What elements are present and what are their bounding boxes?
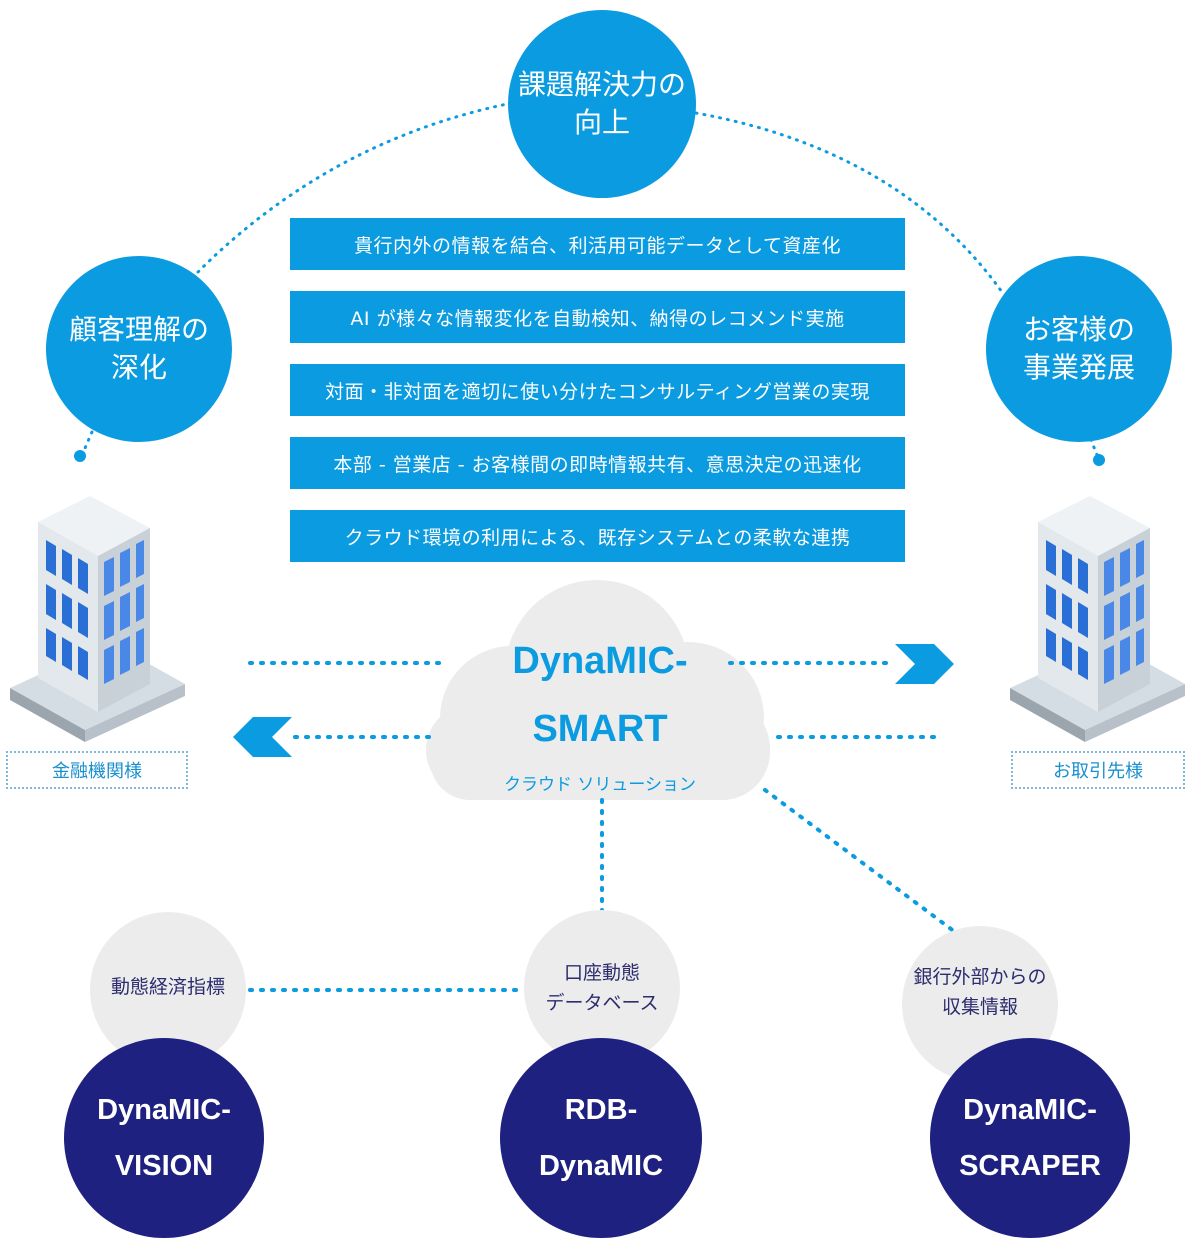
hub-title-line1: DynaMIC- bbox=[512, 640, 688, 682]
party-label-bank: 金融機関様 bbox=[6, 751, 188, 789]
chevron-left-icon bbox=[233, 717, 292, 757]
cloud-shape bbox=[426, 580, 770, 800]
feature-circle: 口座動態 データベース bbox=[524, 910, 680, 1066]
client-building-icon bbox=[1010, 496, 1185, 742]
goal-problem-solving: 課題解決力の 向上 bbox=[508, 10, 696, 198]
goal-client-business-growth-label: お客様の 事業発展 bbox=[1022, 313, 1135, 384]
benefit-item: 貴行内外の情報を結合、利活用可能データとして資産化 bbox=[290, 218, 905, 270]
party-label-client: お取引先様 bbox=[1011, 751, 1185, 789]
product-circle: DynaMIC- SCRAPER bbox=[930, 1038, 1130, 1238]
goal-customer-understanding: 顧客理解の 深化 bbox=[46, 256, 232, 442]
chevron-right-icon bbox=[895, 644, 954, 684]
feature-label: 動態経済指標 bbox=[110, 976, 225, 998]
goal-client-business-growth: お客様の 事業発展 bbox=[986, 256, 1172, 442]
benefit-item: 対面・非対面を適切に使い分けたコンサルティング営業の実現 bbox=[290, 364, 905, 416]
benefit-text: 対面・非対面を適切に使い分けたコンサルティング営業の実現 bbox=[325, 380, 870, 403]
product-name: DynaMIC- SCRAPER bbox=[959, 1094, 1101, 1182]
goal-problem-solving-label: 課題解決力の 向上 bbox=[517, 68, 686, 139]
benefit-item: 本部 - 営業店 - お客様間の即時情報共有、意思決定の迅速化 bbox=[290, 437, 905, 489]
product-circle: RDB- DynaMIC bbox=[500, 1038, 702, 1238]
feature-label: 口座動態 データベース bbox=[545, 962, 659, 1014]
product-circle: DynaMIC- VISION bbox=[64, 1038, 264, 1238]
goal-customer-understanding-label: 顧客理解の 深化 bbox=[68, 313, 209, 384]
benefit-item: クラウド環境の利用による、既存システムとの柔軟な連携 bbox=[290, 510, 905, 562]
benefit-text: クラウド環境の利用による、既存システムとの柔軟な連携 bbox=[344, 526, 851, 549]
bank-building-icon bbox=[10, 496, 185, 742]
left-goal-dot bbox=[74, 450, 86, 462]
product-name: DynaMIC- VISION bbox=[97, 1094, 231, 1182]
party-label-bank-text: 金融機関様 bbox=[52, 761, 142, 782]
benefit-item: AI が様々な情報変化を自動検知、納得のレコメンド実施 bbox=[290, 291, 905, 343]
right-goal-dot bbox=[1093, 454, 1105, 466]
product-name: RDB- DynaMIC bbox=[538, 1094, 664, 1182]
benefit-text: 本部 - 営業店 - お客様間の即時情報共有、意思決定の迅速化 bbox=[333, 453, 862, 476]
connector-hub-to-scraper bbox=[763, 788, 957, 934]
feature-label: 銀行外部からの 収集情報 bbox=[913, 966, 1047, 1018]
party-label-client-text: お取引先様 bbox=[1053, 761, 1143, 782]
hub-title-line2: SMART bbox=[532, 708, 668, 750]
hub-subtitle: クラウド ソリューション bbox=[503, 775, 697, 795]
benefit-text: AI が様々な情報変化を自動検知、納得のレコメンド実施 bbox=[350, 307, 845, 330]
arc-connector-left bbox=[196, 101, 514, 274]
benefit-text: 貴行内外の情報を結合、利活用可能データとして資産化 bbox=[354, 234, 841, 257]
